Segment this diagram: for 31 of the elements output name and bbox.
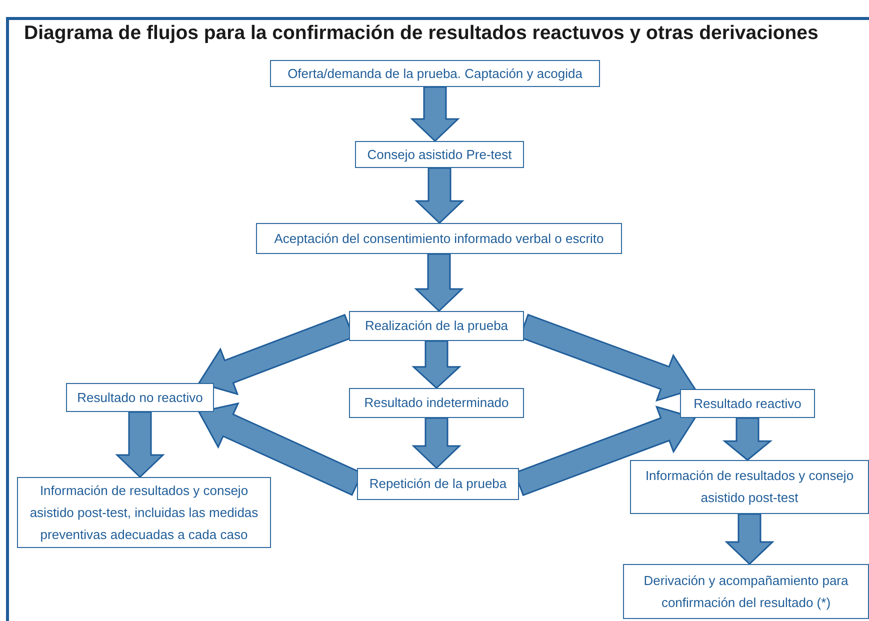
diagram-title: Diagrama de flujos para la confirmación de resultados reactuvos y otras derivaciones	[24, 22, 818, 45]
block-arrow	[115, 411, 165, 478]
block-arrow	[412, 417, 462, 470]
process-box	[349, 388, 524, 418]
process-box	[256, 223, 622, 254]
box-text: Resultado no reactivo	[77, 388, 203, 406]
box-text: Consejo asistido Pre-test	[367, 146, 512, 164]
block-arrow	[724, 513, 774, 566]
box-text: Derivación y acompañamiento para confirmación del resultado (*)	[642, 572, 850, 612]
process-box	[66, 383, 214, 412]
block-arrow	[722, 417, 773, 461]
box-text: Resultado reactivo	[694, 394, 802, 412]
process-box	[270, 60, 600, 87]
box-text: Realización de la prueba	[364, 317, 508, 335]
block-arrow	[412, 340, 462, 390]
process-box	[17, 477, 271, 548]
block-arrow	[414, 167, 464, 224]
box-text: Aceptación del consentimiento informado verbal o escrito	[274, 230, 604, 248]
process-box	[349, 311, 524, 341]
block-arrow	[414, 253, 464, 312]
process-box	[630, 460, 869, 514]
box-text: Oferta/demanda de la prueba. Captación y acogida	[288, 64, 582, 83]
process-box	[680, 389, 815, 418]
process-box	[357, 468, 519, 500]
block-arrow	[410, 86, 460, 142]
process-box	[355, 141, 524, 168]
box-text: Repetición de la prueba	[369, 475, 507, 493]
box-text: Información de resultados y consejo asistido post-test, incluidas las medidas preventivas adecuadas a cada caso	[28, 482, 260, 544]
box-text: Información de resultados y consejo asistido post-test	[644, 467, 855, 507]
process-box	[623, 564, 869, 619]
box-text: Resultado indeterminado	[364, 394, 509, 412]
